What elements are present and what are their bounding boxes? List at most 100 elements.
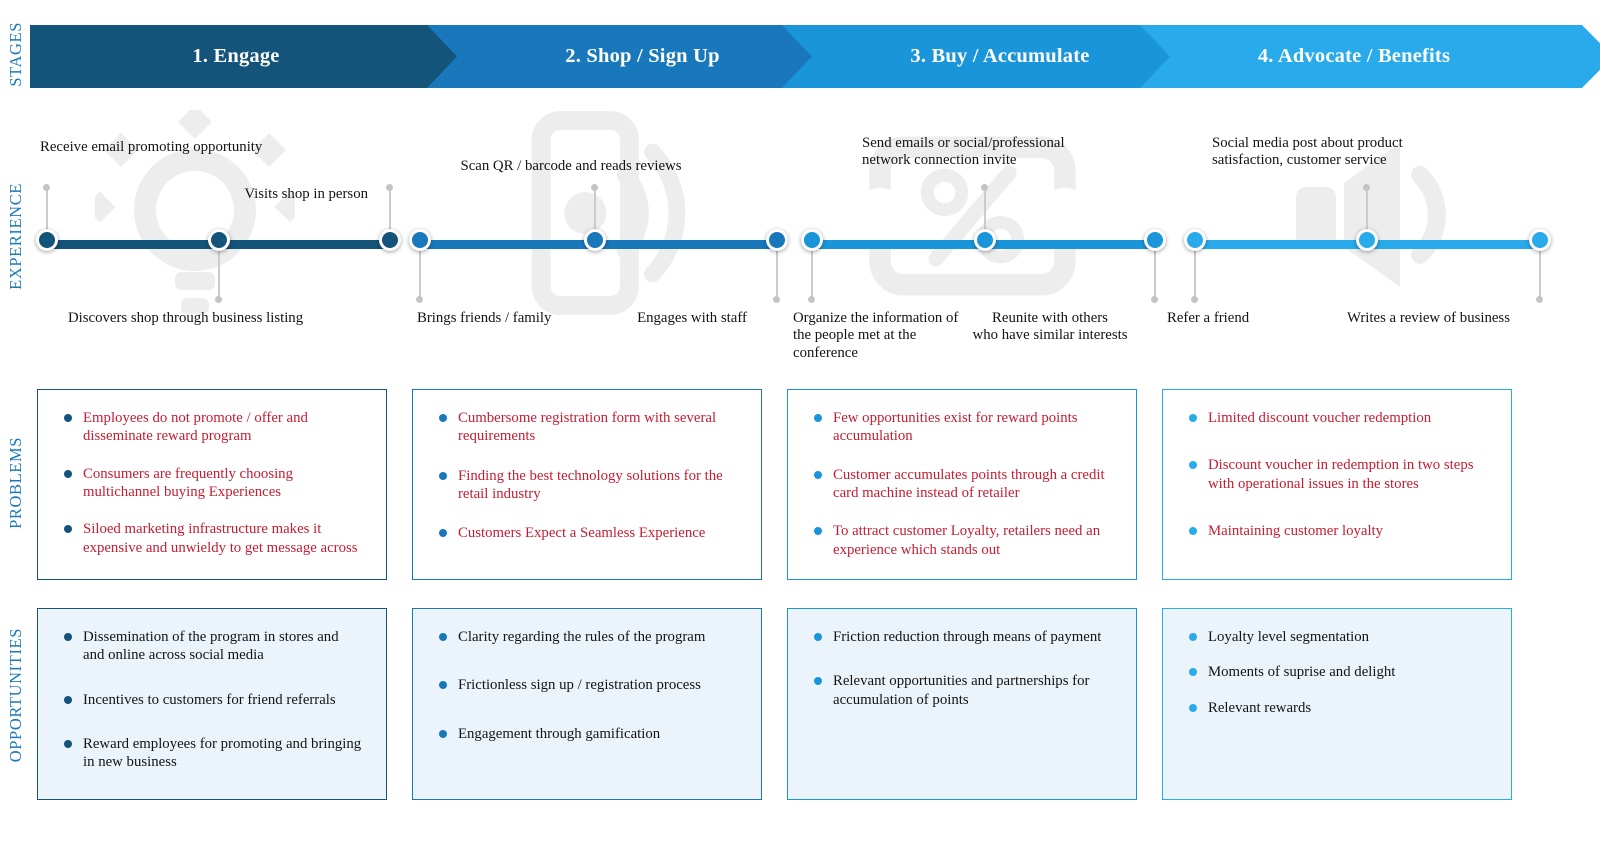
bullet-icon xyxy=(439,681,447,690)
timeline-dot xyxy=(1184,229,1206,251)
problem-item: Customer accumulates points through a cr… xyxy=(814,466,1120,503)
bullet-icon xyxy=(1189,461,1197,470)
problems-box-4: Limited discount voucher redemption Disc… xyxy=(1162,389,1512,580)
timeline-dot xyxy=(208,229,230,251)
bullet-icon xyxy=(1189,668,1197,677)
connector-line xyxy=(776,249,778,298)
connector-endpoint xyxy=(981,184,988,191)
opportunity-item: Frictionless sign up / registration proc… xyxy=(439,676,745,694)
opportunity-text: Frictionless sign up / registration proc… xyxy=(458,677,701,694)
opportunities-box-1: Dissemination of the program in stores a… xyxy=(37,608,387,800)
problem-text: Finding the best technology solutions fo… xyxy=(458,467,723,503)
connector-line xyxy=(419,249,421,298)
stage-title: 2. Shop / Sign Up xyxy=(565,45,720,67)
problem-text: Cumbersome registration form with severa… xyxy=(458,410,717,445)
timeline-dot xyxy=(409,229,431,251)
connector-endpoint xyxy=(808,296,815,303)
bullet-icon xyxy=(64,740,72,749)
stage-title: 4. Advocate / Benefits xyxy=(1257,45,1451,67)
experience-label: Brings friends / family xyxy=(417,310,552,326)
problem-text: Few opportunities exist for reward point… xyxy=(833,410,1078,445)
problem-item: Maintaining customer loyalty xyxy=(1189,522,1495,540)
experience-label: Receive email promoting opportunity xyxy=(40,139,263,155)
problem-text: Customer accumulates points through a cr… xyxy=(833,466,1105,502)
connector-line xyxy=(218,249,220,298)
timeline-dot xyxy=(766,229,788,251)
opportunity-item: Engagement through gamification xyxy=(439,725,745,743)
opportunities-box-2: Clarity regarding the rules of the progr… xyxy=(412,608,762,800)
problem-text: Limited discount voucher redemption xyxy=(1208,410,1432,426)
connector-line xyxy=(1539,249,1541,298)
connector-line xyxy=(1154,249,1156,298)
experience-label: Engages with staff xyxy=(637,310,747,326)
bullet-icon xyxy=(814,677,822,686)
problems-box-2: Cumbersome registration form with severa… xyxy=(412,389,762,580)
problem-item: Customers Expect a Seamless Experience xyxy=(439,524,745,542)
connector-line xyxy=(984,189,986,240)
stage-banner-4: 4. Advocate / Benefits xyxy=(1140,25,1600,88)
opportunity-item: Loyalty level segmentation xyxy=(1189,628,1495,646)
stage-title: 3. Buy / Accumulate xyxy=(910,45,1090,67)
problem-text: Customers Expect a Seamless Experience xyxy=(458,525,706,542)
problem-item: Limited discount voucher redemption xyxy=(1189,409,1495,427)
timeline-dot xyxy=(1356,229,1378,251)
problem-item: Cumbersome registration form with severa… xyxy=(439,409,745,446)
rail-label-opportunities: OPPORTUNITIES xyxy=(6,628,25,763)
opportunity-text: Loyalty level segmentation xyxy=(1208,629,1370,645)
timeline-dot xyxy=(974,229,996,251)
discount-coupon-icon xyxy=(865,136,1080,296)
opportunity-item: Relevant opportunities and partnerships … xyxy=(814,672,1120,709)
opportunity-text: Clarity regarding the rules of the progr… xyxy=(458,629,706,645)
opportunity-text: Moments of suprise and delight xyxy=(1208,664,1396,681)
lightbulb-icon xyxy=(95,110,295,314)
opportunity-text: Reward employees for promoting and bring… xyxy=(83,736,362,771)
bullet-icon xyxy=(1189,527,1197,536)
problem-text: Consumers are frequently choosing multic… xyxy=(83,465,293,501)
bullet-icon xyxy=(439,729,447,738)
opportunity-item: Clarity regarding the rules of the progr… xyxy=(439,628,745,646)
opportunity-item: Dissemination of the program in stores a… xyxy=(64,628,370,665)
connector-endpoint xyxy=(43,184,50,191)
problem-text: Siloed marketing infrastructure makes it… xyxy=(83,521,358,556)
bullet-icon xyxy=(439,529,447,538)
problem-item: Employees do not promote / offer and dis… xyxy=(64,409,370,446)
connector-endpoint xyxy=(1363,184,1370,191)
problem-item: To attract customer Loyalty, retailers n… xyxy=(814,522,1120,559)
connector-endpoint xyxy=(215,296,222,303)
bullet-icon xyxy=(64,525,72,534)
opportunity-text: Relevant opportunities and partnerships … xyxy=(833,673,1090,708)
experience-label: Send emails or social/professional netwo… xyxy=(862,135,1065,169)
opportunity-text: Dissemination of the program in stores a… xyxy=(83,629,339,664)
connector-line xyxy=(811,249,813,298)
opportunity-text: Engagement through gamification xyxy=(458,725,661,742)
opportunity-item: Friction reduction through means of paym… xyxy=(814,628,1120,646)
timeline-dot xyxy=(1529,229,1551,251)
connector-line xyxy=(389,189,391,240)
problem-text: To attract customer Loyalty, retailers n… xyxy=(833,523,1101,558)
connector-line xyxy=(46,189,48,240)
problem-item: Consumers are frequently choosing multic… xyxy=(64,465,370,502)
timeline-dot xyxy=(1144,229,1166,251)
connector-endpoint xyxy=(1191,296,1198,303)
stage-title: 1. Engage xyxy=(192,45,280,67)
opportunity-text: Friction reduction through means of paym… xyxy=(833,629,1102,645)
problems-box-3: Few opportunities exist for reward point… xyxy=(787,389,1137,580)
bullet-icon xyxy=(64,695,72,704)
experience-label: Discovers shop through business listing xyxy=(68,310,304,326)
bullet-icon xyxy=(1189,703,1197,712)
connector-endpoint xyxy=(386,184,393,191)
timeline-dot xyxy=(379,229,401,251)
rail-label-stages: STAGES xyxy=(6,22,25,87)
smartphone-signal-icon xyxy=(531,111,686,315)
bullet-icon xyxy=(814,527,822,536)
opportunity-text: Relevant rewards xyxy=(1208,699,1312,716)
opportunity-item: Relevant rewards xyxy=(1189,699,1495,717)
experience-label: Writes a review of business xyxy=(1347,310,1510,326)
timeline-dot xyxy=(801,229,823,251)
opportunities-box-4: Loyalty level segmentation Moments of su… xyxy=(1162,608,1512,800)
connector-endpoint xyxy=(416,296,423,303)
bullet-icon xyxy=(1189,414,1197,422)
connector-endpoint xyxy=(591,184,598,191)
bullet-icon xyxy=(814,470,822,479)
experience-label: Scan QR / barcode and reads reviews xyxy=(460,158,682,174)
